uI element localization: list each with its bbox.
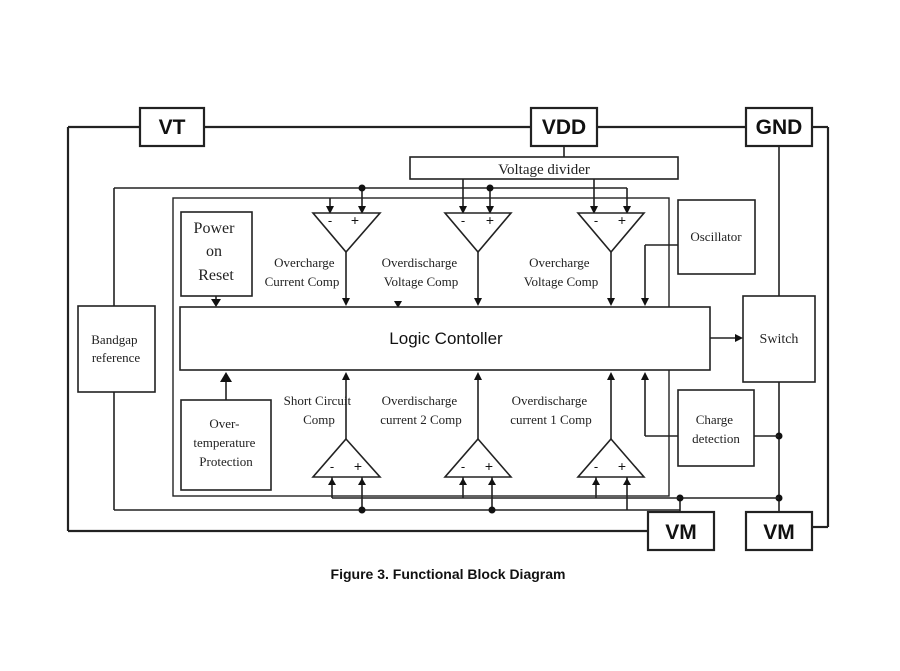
bandgap-reference-label: Bandgap reference: [91, 332, 140, 365]
label-line: Overcharge: [274, 255, 335, 270]
comparator-plus: +: [618, 458, 626, 474]
label-short-circuit-comp: Short Circuit Comp: [284, 393, 355, 427]
voltage-divider-block: Voltage divider: [409, 156, 679, 180]
over-temperature-block: Over- temperature Protection: [180, 399, 272, 491]
label-line: current 2 Comp: [380, 412, 462, 427]
label-line: Voltage Comp: [524, 274, 599, 289]
comparator-minus: -: [594, 459, 598, 474]
label-line: temperature: [193, 435, 255, 450]
pin-vdd-label: VDD: [542, 116, 586, 139]
label-line: Overdischarge: [382, 255, 458, 270]
label-overdischarge-current-2-comp: Overdischarge current 2 Comp: [380, 393, 462, 427]
pin-vm-right-label: VM: [763, 521, 795, 544]
oscillator-label: Oscillator: [690, 229, 742, 244]
label-line: Overdischarge: [382, 393, 458, 408]
figure-caption: Figure 3. Functional Block Diagram: [331, 566, 566, 582]
switch-label: Switch: [760, 332, 799, 347]
comparator-plus: +: [485, 458, 493, 474]
voltage-divider-label: Voltage divider: [498, 162, 590, 178]
pin-vm-left-label: VM: [665, 521, 697, 544]
pin-gnd: GND: [744, 106, 814, 148]
comparator-overcharge-voltage: - +: [576, 212, 646, 306]
comparator-minus: -: [328, 213, 332, 228]
label-overdischarge-current-1-comp: Overdischarge current 1 Comp: [510, 393, 592, 427]
label-line: Power: [194, 220, 236, 237]
comparator-overdischarge-voltage: - +: [443, 212, 513, 306]
power-on-reset-label: Power on Reset: [194, 220, 239, 284]
label-overcharge-voltage-comp: Overcharge Voltage Comp: [524, 255, 599, 289]
label-line: Short Circuit: [284, 393, 352, 408]
charge-detection-label: Charge detection: [692, 412, 740, 446]
logic-controller-label: Logic Contoller: [389, 329, 503, 348]
label-line: on: [206, 243, 222, 260]
label-line: Voltage Comp: [384, 274, 459, 289]
label-line: Current Comp: [265, 274, 340, 289]
power-on-reset-block: Power on Reset: [180, 211, 253, 307]
comparator-plus: +: [351, 212, 359, 228]
label-line: Overdischarge: [512, 393, 588, 408]
comparator-plus: +: [486, 212, 494, 228]
label-line: reference: [92, 350, 141, 365]
comparator-short-circuit: - +: [311, 372, 382, 510]
pin-vdd: VDD: [529, 106, 599, 148]
outer-wiring: [66, 125, 830, 533]
comparator-minus: -: [461, 213, 465, 228]
label-line: Over-: [209, 416, 239, 431]
reference-bus-top: [113, 179, 631, 306]
bandgap-reference-block: Bandgap reference: [77, 305, 156, 393]
pin-vt: VT: [138, 106, 206, 148]
oscillator-block: Oscillator: [677, 199, 756, 275]
label-line: Charge: [696, 412, 734, 427]
comparator-overcharge-current: - +: [311, 212, 382, 306]
comparator-minus: -: [594, 213, 598, 228]
label-line: Overcharge: [529, 255, 590, 270]
comparator-overdischarge-current-1: - +: [576, 372, 646, 510]
label-overdischarge-voltage-comp: Overdischarge Voltage Comp: [382, 255, 461, 289]
comparator-overdischarge-current-2: - +: [443, 372, 513, 510]
label-line: detection: [692, 431, 740, 446]
label-line: Comp: [303, 412, 335, 427]
label-line: Bandgap: [91, 332, 137, 347]
comparator-plus: +: [354, 458, 362, 474]
label-line: current 1 Comp: [510, 412, 592, 427]
comparator-minus: -: [330, 459, 334, 474]
charge-detection-block: Charge detection: [677, 389, 755, 467]
comparator-plus: +: [618, 212, 626, 228]
label-overcharge-current-comp: Overcharge Current Comp: [265, 255, 340, 289]
pin-vt-label: VT: [159, 116, 186, 139]
pin-gnd-label: GND: [756, 116, 803, 139]
label-line: Reset: [198, 267, 234, 284]
comparator-minus: -: [461, 459, 465, 474]
over-temperature-label: Over- temperature Protection: [193, 416, 258, 469]
pin-vm-left: VM: [646, 510, 716, 552]
switch-block: Switch: [742, 295, 816, 383]
logic-controller-block: Logic Contoller: [179, 306, 711, 371]
label-line: Protection: [199, 454, 253, 469]
pin-vm-right: VM: [744, 510, 814, 552]
